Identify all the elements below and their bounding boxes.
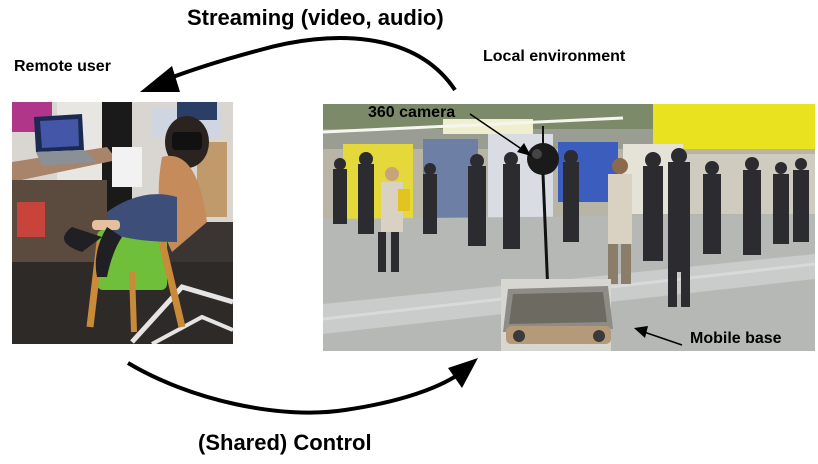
camera-pointer-arrow bbox=[469, 113, 524, 151]
base-pointer-arrow bbox=[643, 331, 683, 346]
local-environment-photo bbox=[323, 104, 815, 351]
control-arrow bbox=[126, 361, 464, 415]
camera-label: 360 camera bbox=[368, 104, 456, 121]
remote-user-label: Remote user bbox=[14, 58, 111, 75]
base-pointer-head bbox=[634, 326, 648, 338]
camera-pointer-head bbox=[517, 143, 531, 156]
streaming-label: Streaming (video, audio) bbox=[187, 5, 444, 30]
control-label: (Shared) Control bbox=[198, 430, 372, 455]
remote-user-photo bbox=[12, 102, 233, 344]
control-arrowhead bbox=[448, 358, 478, 388]
streaming-arrow bbox=[159, 36, 457, 92]
local-environment-label: Local environment bbox=[483, 48, 626, 65]
streaming-arrowhead bbox=[140, 66, 180, 92]
mobile-base-label: Mobile base bbox=[690, 330, 782, 347]
